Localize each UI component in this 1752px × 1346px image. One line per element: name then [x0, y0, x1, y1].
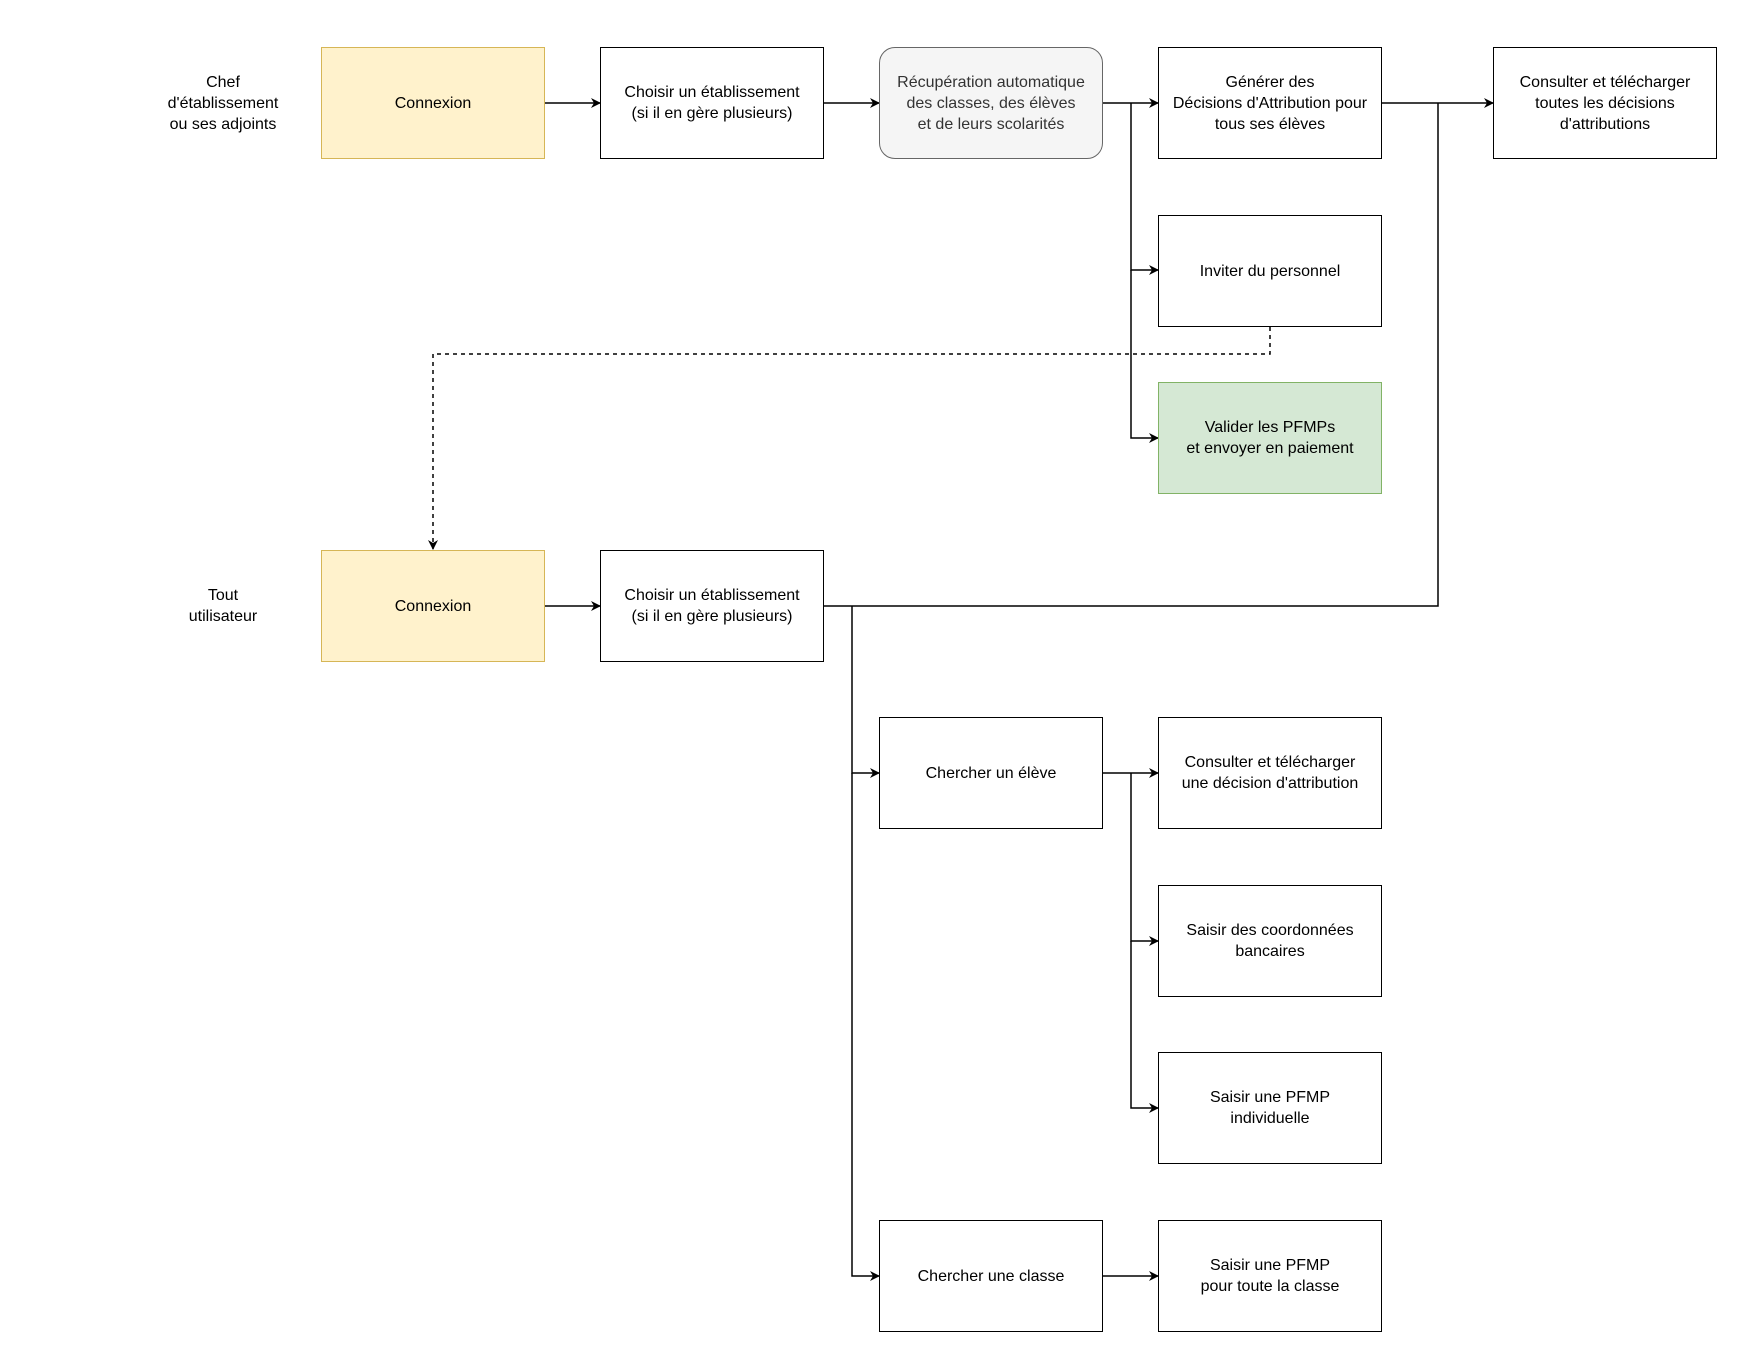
edge-recuperation-to-valider — [1130, 270, 1159, 443]
node-connexion-tout[interactable]: Connexion — [321, 550, 545, 662]
node-choisir-etablissement-tout[interactable]: Choisir un établissement (si il en gère … — [600, 550, 824, 662]
edge-choisir-to-chercher-classe — [851, 773, 880, 1281]
node-recuperation-automatique: Récupération automatique des classes, de… — [879, 47, 1103, 159]
node-saisir-coordonnees-bancaires[interactable]: Saisir des coordonnées bancaires — [1158, 885, 1382, 997]
node-inviter-personnel[interactable]: Inviter du personnel — [1158, 215, 1382, 327]
node-chercher-classe[interactable]: Chercher une classe — [879, 1220, 1103, 1332]
actor-label-tout-utilisateur: Tout utilisateur — [188, 587, 258, 625]
edge-recuperation-to-inviter — [1130, 103, 1159, 275]
edge-eleve-to-pfmp-indiv — [1130, 941, 1159, 1113]
edge-choisir-tout-to-consulter — [824, 103, 1439, 607]
node-valider-pfmps[interactable]: Valider les PFMPs et envoyer en paiement — [1158, 382, 1382, 494]
node-saisir-pfmp-individuelle[interactable]: Saisir une PFMP individuelle — [1158, 1052, 1382, 1164]
node-saisir-pfmp-classe[interactable]: Saisir une PFMP pour toute la classe — [1158, 1220, 1382, 1332]
node-consulter-toutes-decisions[interactable]: Consulter et télécharger toutes les déci… — [1493, 47, 1717, 159]
edge-eleve-to-coordonnees — [1130, 773, 1159, 946]
node-choisir-etablissement-chef[interactable]: Choisir un établissement (si il en gère … — [600, 47, 824, 159]
node-chercher-eleve[interactable]: Chercher un élève — [879, 717, 1103, 829]
node-generer-decisions[interactable]: Générer des Décisions d'Attribution pour… — [1158, 47, 1382, 159]
node-consulter-une-decision[interactable]: Consulter et télécharger une décision d'… — [1158, 717, 1382, 829]
edge-inviter-to-connexion-tout — [428, 327, 1271, 550]
edge-choisir-to-chercher-eleve — [851, 606, 880, 778]
actor-label-chef: Chef d'établissement ou ses adjoints — [167, 74, 279, 133]
node-connexion-chef[interactable]: Connexion — [321, 47, 545, 159]
